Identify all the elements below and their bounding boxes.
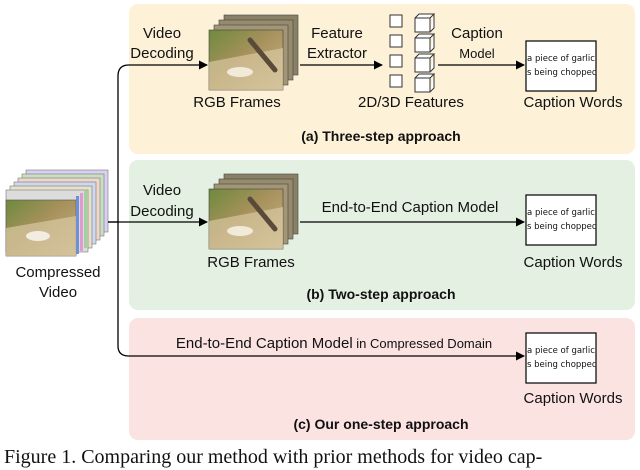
panel-c-model-label: End-to-End Caption Model in Compressed D… [176,335,492,352]
branch-connectors [108,60,525,361]
figure-caption: Figure 1. Comparing our method with prio… [4,446,543,468]
panel-b-output-line1: a piece of garlic [527,208,595,218]
panel-a-features-label: 2D/3D Features [358,94,464,111]
panel-c-background [129,318,635,440]
panel-a-output-label: Caption Words [524,94,623,111]
panel-b-frames-label: RGB Frames [207,254,295,271]
panel-a-output-line2: is being chopped [525,68,598,78]
branch-a-arrow [108,60,208,223]
panel-c-output-label: Caption Words [524,390,623,407]
source-label-line2: Video [39,284,77,301]
panel-c-output-box [525,332,597,384]
panel-a-frames-label: RGB Frames [193,94,281,111]
panel-c-output-line1: a piece of garlic [527,346,595,356]
panel-a-3d-features [414,13,436,93]
panel-a-extractor-label-line1: Feature [311,25,363,42]
panel-a-model-label-line2: Model [459,46,495,61]
panel-b-decode-label-line2: Decoding [130,203,193,220]
panel-a-2d-features [389,14,403,88]
panel-b-decode-label-line1: Video [143,182,181,199]
panel-c-model-label-main: End-to-End Caption Model [176,335,353,352]
panel-a-extractor-label-line2: Extractor [307,45,367,62]
panel-b-output-line2: is being chopped [525,222,598,232]
panel-c-output-line2: is being chopped [525,360,598,370]
panel-b-output-box [525,194,597,246]
branch-c-arrow [117,222,525,361]
panel-a-rgb-frames [208,14,299,91]
compressed-frame-image [5,190,87,257]
panel-a-output-line1: a piece of garlic [527,54,595,64]
panel-b-title: (b) Two-step approach [306,286,455,302]
panel-a-output-box [525,40,597,92]
compressed-video-stack [5,169,109,257]
panel-a-model-label-line1: Caption [451,25,503,42]
panel-c-title: (c) Our one-step approach [293,416,468,432]
source-label-line1: Compressed [15,264,100,281]
panel-b-output-label: Caption Words [524,254,623,271]
panel-c-model-label-suffix: in Compressed Domain [353,336,492,351]
panel-b-model-label: End-to-End Caption Model [322,199,499,216]
panel-a-title: (a) Three-step approach [301,128,460,144]
panel-a-decode-label-line2: Decoding [130,45,193,62]
panel-b-rgb-frames [208,173,299,250]
panel-a-decode-label-line1: Video [143,25,181,42]
